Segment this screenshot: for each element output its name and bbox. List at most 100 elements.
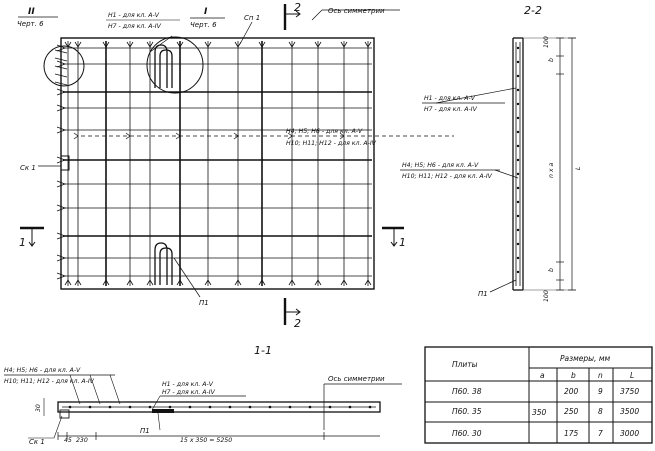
section-1-arrow-right [390,228,398,247]
bar-dot [68,405,72,409]
section-2-arrow-top [285,10,301,18]
bar-dot [368,405,372,409]
leader-arrow [125,132,131,140]
bar-dot [88,405,92,409]
bar-hook [102,41,110,48]
axis-symmetry-leader [311,9,323,21]
transverse-bars [63,47,372,277]
bar-dot [516,102,520,106]
bar-hook [176,279,184,286]
bar-dot [516,74,520,78]
bar-hook [102,279,110,286]
sec22-h4-leader [494,169,519,179]
bar-dot [516,270,520,274]
table-header-slab: Плиты [452,360,478,369]
callout-hatch [54,65,68,70]
callout-ii-circle [43,45,85,87]
leader-arrows [73,132,454,140]
table-sub-L: L [630,371,634,380]
plan-h4-label: Н4; Н5; Н6 - для кл. А-V [286,128,363,135]
bar-hook [56,126,67,134]
sp1-leader [239,21,253,45]
callout-hatch [54,49,68,54]
bar-hook [56,156,67,164]
callout-hatch [54,57,68,62]
plan-section-1-left: 1 [19,236,26,249]
bar-hook [288,41,296,48]
leader-arrow [339,132,345,140]
bar-dot [328,405,332,409]
table-row-2-n: 8 [598,407,603,416]
plan-view: II Черт. 6 Н1 - для кл. А-V Н7 - для кл.… [17,1,454,330]
bar-hook [126,279,134,286]
callout-i-circle [146,36,204,94]
bar-dot [516,158,520,162]
bar-hook [340,41,348,48]
plan-section-2-top: 2 [294,1,301,14]
bar-dot [348,405,352,409]
section-1-1-title: 1-1 [254,344,272,357]
bar-hook [56,60,67,68]
bar-dot [516,46,520,50]
bar-dot [516,242,520,246]
bar-hook [314,41,322,48]
table-row-3-L: 3000 [620,429,639,438]
bar-hook [74,41,82,48]
plan-p1-label: П1 [199,299,209,307]
sec22-h1-label: Н1 - для кл. А-V [424,95,476,102]
table-row-2-L: 3500 [620,407,639,416]
lifting-loop-top [154,44,173,88]
slab-outline [60,37,375,290]
sec22-dim-top: 100 [543,36,550,48]
bar-dot [516,130,520,134]
bar-hook [64,41,72,48]
sec11-p1-mark [152,409,174,413]
bar-hook [314,279,322,286]
bar-hook [64,279,72,286]
sec22-h4-label: Н4; Н5; Н6 - для кл. А-V [402,162,479,169]
table-border [424,346,653,444]
sec22-h7-label: Н7 - для кл. А-IV [424,106,478,113]
bar-dot [516,256,520,260]
bar-dot [516,186,520,190]
sec22-dim-l: L [575,166,582,170]
bar-hook [146,279,154,286]
bar-hook [204,279,212,286]
bar-dot [248,405,252,409]
plan-h1-label: Н1 - для кл. А-V [108,12,160,19]
callout-hatch [54,73,68,78]
sec22-p1-leader [489,279,517,293]
sec22-p1-label: П1 [478,290,488,298]
sec11-h4-leader-3 [109,374,121,405]
bar-hook [288,279,296,286]
sec11-h1-label: Н1 - для кл. А-V [162,381,214,388]
sec11-sk1-label: Ск 1 [29,438,45,446]
table-sub-n: n [598,371,603,380]
bar-dot [148,405,152,409]
table-sub-a: a [540,371,545,380]
leader-arrow [233,132,239,140]
sk1-box [60,155,70,171]
sec11-bar-dots [68,405,372,409]
sec22-dim-b-bot: b [548,268,555,272]
table-row-3-n: 7 [598,429,603,438]
callout-ii-number: II [28,7,35,17]
table-row-1-name: П60. 38 [452,387,482,396]
section-2-2: 2-2 100 b n x a L b 100 Н1 - для кл. А-V… [400,4,582,302]
bar-dot [308,405,312,409]
callout-i-number: I [204,7,208,17]
sec22-h1-leader [435,87,517,104]
bar-hook [234,279,242,286]
bar-hook [74,279,82,286]
sec22-dim-ticks [523,37,576,291]
p1-leader [173,257,201,298]
plan-section-2-bottom: 2 [294,317,301,330]
section-1-arrow-left [28,228,36,247]
sec11-h4-leader-2 [89,374,101,405]
sec11-sk1-leader [53,415,63,439]
bar-dot [168,405,172,409]
table-header-sizes: Размеры, мм [560,354,610,363]
bar-hook [364,279,372,286]
bar-hook [56,272,67,280]
bar-dot [516,116,520,120]
